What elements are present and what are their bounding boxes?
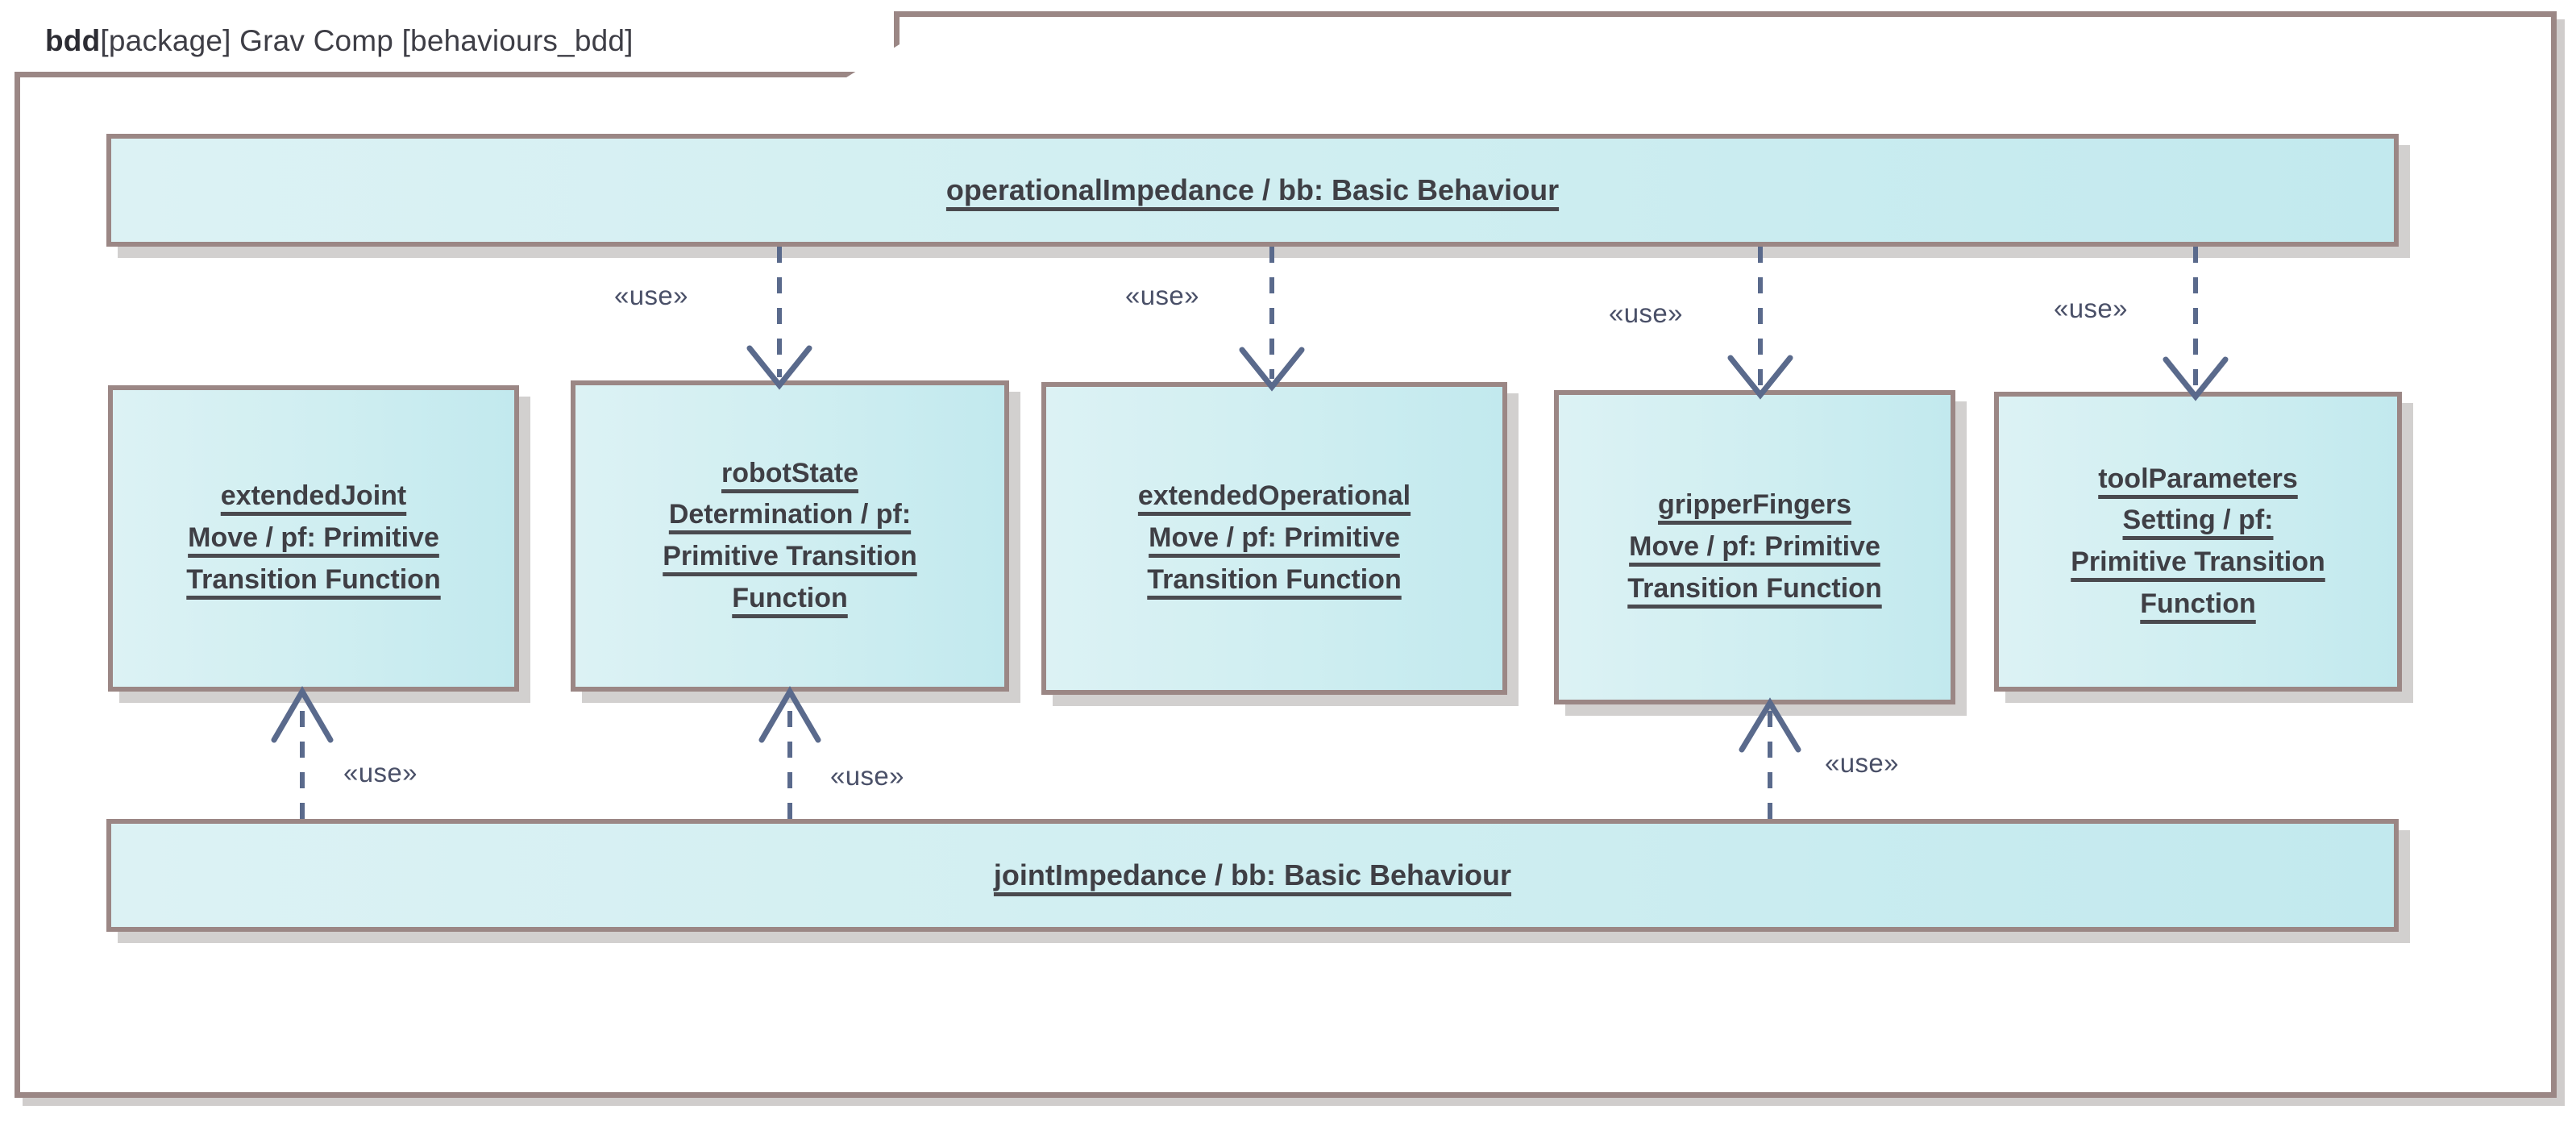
block-line: Function [732,582,848,613]
diagram-frame-tab-top-cover [15,11,853,19]
block-line: toolParameters [2098,463,2298,494]
use-label-op-to-gripper: «use» [1609,298,1683,328]
block-joint-impedance-line: jointImpedance / bb: Basic Behaviour [993,858,1512,891]
block-extended-joint-move[interactable]: extendedJoint Move / pf: Primitive Trans… [108,385,519,692]
block-tool-parameters-setting[interactable]: toolParameters Setting / pf: Primitive T… [1994,392,2402,692]
use-label-op-to-robotstate: «use» [614,280,688,310]
use-label-op-to-extopmove: «use» [1125,280,1199,310]
block-robot-state-determination-label: robotState Determination / pf: Primitive… [575,453,1004,620]
block-gripper-fingers-move[interactable]: gripperFingers Move / pf: Primitive Tran… [1554,390,1955,704]
block-joint-impedance[interactable]: jointImpedance / bb: Basic Behaviour [106,819,2399,932]
use-label-joint-to-gripper: «use» [1825,748,1899,778]
block-extended-operational-move-label: extendedOperational Move / pf: Primitive… [1046,476,1502,600]
use-label-joint-to-robotstate: «use» [830,761,904,791]
block-robot-state-determination[interactable]: robotState Determination / pf: Primitive… [571,380,1009,692]
block-joint-impedance-label: jointImpedance / bb: Basic Behaviour [111,854,2394,898]
block-line: Primitive Transition [2071,546,2325,577]
block-operational-impedance-label: operationalImpedance / bb: Basic Behavio… [111,168,2394,213]
block-line: Transition Function [1627,572,1882,604]
diagram-frame-tab [15,11,900,77]
block-line: robotState [721,457,858,488]
block-operational-impedance[interactable]: operationalImpedance / bb: Basic Behavio… [106,134,2399,247]
diagram-title-rest: [package] Grav Comp [behaviours_bdd] [100,24,634,57]
block-gripper-fingers-move-label: gripperFingers Move / pf: Primitive Tran… [1559,484,1951,609]
block-extended-operational-move[interactable]: extendedOperational Move / pf: Primitive… [1041,382,1507,695]
use-label-joint-to-extjointmove: «use» [343,758,418,787]
block-line: Setting / pf: [2122,505,2274,536]
block-line: Function [2140,588,2256,619]
block-line: extendedOperational [1137,480,1411,512]
diagram-title: bdd[package] Grav Comp [behaviours_bdd] [45,24,634,58]
block-line: Determination / pf: [668,499,912,530]
block-operational-impedance-line: operationalImpedance / bb: Basic Behavio… [945,172,1560,206]
block-extended-joint-move-label: extendedJoint Move / pf: Primitive Trans… [113,476,514,600]
block-line: extendedJoint [220,480,407,512]
use-label-op-to-toolparams: «use» [2054,293,2128,323]
block-line: gripperFingers [1658,489,1851,521]
block-line: Move / pf: Primitive [188,522,439,554]
block-line: Move / pf: Primitive [1149,522,1400,554]
block-line: Primitive Transition [663,541,917,571]
diagram-title-keyword: bdd [45,24,101,57]
block-line: Move / pf: Primitive [1629,531,1880,563]
block-tool-parameters-setting-label: toolParameters Setting / pf: Primitive T… [1999,459,2397,625]
block-line: Transition Function [1147,563,1402,595]
block-line: Transition Function [186,563,441,595]
